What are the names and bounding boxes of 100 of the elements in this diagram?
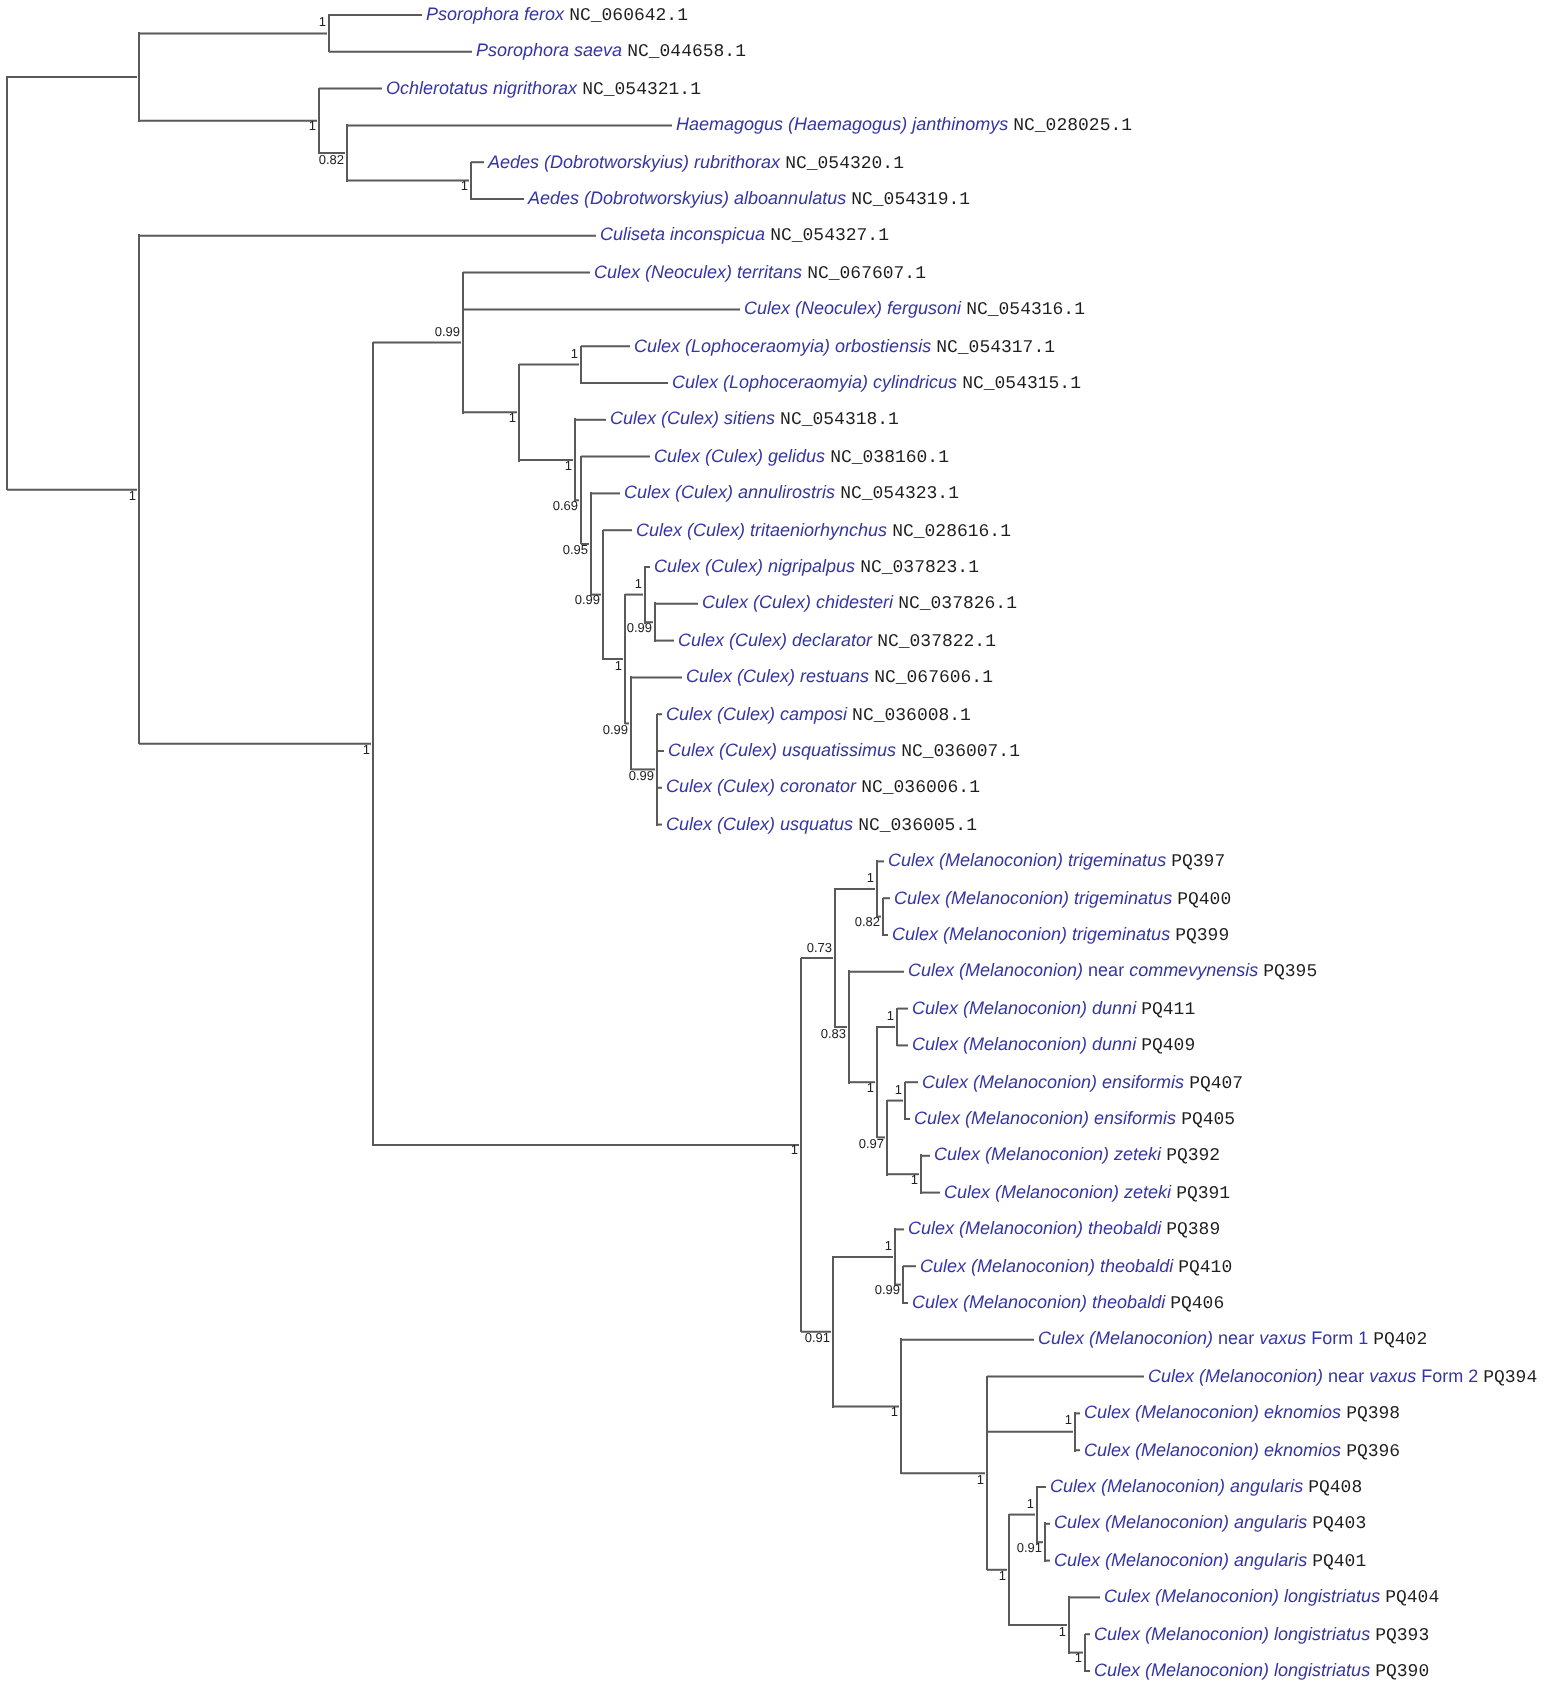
taxon-label: Culex (Melanoconion) angularis PQ408	[1046, 1476, 1363, 1500]
taxon-label: Culex (Melanoconion) longistriatus PQ404	[1100, 1586, 1440, 1611]
taxon-label: Culex (Melanoconion) eknomios PQ396	[1080, 1439, 1401, 1464]
branch-line	[574, 499, 580, 502]
branch-line	[848, 970, 905, 973]
branch-line	[876, 915, 882, 918]
branch-line	[900, 1338, 1035, 1341]
branch-line	[1068, 1596, 1101, 1599]
branch-line	[6, 76, 138, 79]
taxon-label: Culex (Melanoconion) trigeminatus PQ397	[884, 850, 1226, 875]
branch-line	[138, 234, 597, 237]
branch-line	[138, 32, 328, 35]
taxon-label: Psorophora saeva NC_044658.1	[472, 40, 746, 65]
branch-line	[886, 1173, 920, 1176]
taxon-label: Culex (Culex) gelidus NC_038160.1	[650, 445, 949, 470]
taxon-label: Culex (Melanoconion) near commevynensis PQ395	[904, 960, 1318, 985]
branch-line	[372, 1143, 800, 1146]
branch-line	[1008, 1624, 1068, 1626]
taxon-label: Culex (Melanoconion) eknomios PQ398	[1080, 1402, 1401, 1427]
branch-line	[470, 198, 525, 200]
taxon-label: Culex (Culex) usquatissimus NC_036007.1	[664, 740, 1020, 764]
taxon-label: Culex (Melanoconion) dunni PQ409	[908, 1034, 1196, 1059]
branch-line	[328, 50, 473, 53]
branch-line	[470, 161, 485, 164]
taxon-label: Ochlerotatus nigrithorax NC_054321.1	[382, 77, 701, 102]
taxon-label: Culex (Culex) usquatus NC_036005.1	[662, 813, 977, 838]
taxon-label: Culex (Melanoconion) trigeminatus PQ399	[888, 924, 1230, 948]
branch-line	[624, 593, 644, 596]
taxon-label: Culex (Neoculex) territans NC_067607.1	[590, 261, 926, 286]
branch-line	[986, 1430, 1074, 1433]
taxon-label: Culex (Melanoconion) longistriatus PQ390	[1090, 1660, 1430, 1684]
taxon-label: Aedes (Dobrotworskyius) rubrithorax NC_054320.1	[484, 151, 904, 176]
branch-line	[630, 676, 683, 679]
branch-line	[602, 658, 624, 660]
branch-line	[800, 1330, 832, 1333]
taxon-label: Culex (Lophoceraomyia) cylindricus NC_054315.1	[668, 372, 1081, 396]
taxon-label: Culex (Culex) restuans NC_067606.1	[682, 666, 993, 691]
taxon-label: Culex (Culex) declarator NC_037822.1	[674, 629, 996, 654]
branch-line	[1008, 1513, 1036, 1516]
branch-line	[318, 87, 383, 90]
branch-line	[986, 1375, 1145, 1378]
taxon-label: Culex (Melanoconion) zeteki PQ392	[930, 1144, 1221, 1169]
branch-line	[832, 1405, 900, 1408]
branch-line	[876, 1026, 896, 1028]
branch-line	[462, 308, 741, 311]
taxon-label: Culex (Melanoconion) longistriatus PQ393	[1090, 1623, 1430, 1648]
taxon-label: Culex (Culex) nigripalpus NC_037823.1	[650, 556, 979, 580]
branch-line	[920, 1191, 941, 1194]
taxon-label: Culex (Culex) chidesteri NC_037826.1	[698, 592, 1017, 617]
taxon-label: Culex (Melanoconion) near vaxus Form 2 PQ394	[1144, 1365, 1538, 1390]
taxon-label: Culiseta inconspicua NC_054327.1	[596, 224, 889, 249]
taxon-label: Culex (Culex) camposi NC_036008.1	[662, 703, 971, 728]
taxon-label: Culex (Culex) coronator NC_036006.1	[662, 776, 980, 801]
branch-line	[518, 363, 580, 366]
branch-line	[462, 411, 518, 414]
taxon-label: Culex (Culex) tritaeniorhynchus NC_028616.1	[632, 519, 1011, 544]
branch-line	[904, 1081, 919, 1084]
taxon-label: Culex (Melanoconion) theobaldi PQ406	[908, 1292, 1225, 1316]
taxon-label: Psorophora ferox NC_060642.1	[422, 4, 688, 28]
branch-line	[138, 119, 318, 122]
taxon-label: Culex (Melanoconion) theobaldi PQ410	[916, 1255, 1233, 1280]
branch-line	[656, 713, 663, 716]
branch-line	[886, 1099, 904, 1102]
branch-line	[654, 602, 699, 605]
taxon-label: Culex (Melanoconion) theobaldi PQ389	[904, 1218, 1221, 1243]
branch-line	[346, 124, 673, 127]
branch-line	[372, 341, 462, 344]
taxon-label: Culex (Melanoconion) angularis PQ403	[1050, 1512, 1367, 1537]
taxon-label: Culex (Melanoconion) near vaxus Form 1 PQ402	[1034, 1328, 1428, 1353]
taxon-label: Culex (Melanoconion) ensiformis PQ405	[910, 1108, 1236, 1132]
branch-line	[800, 957, 834, 959]
branch-line	[630, 768, 656, 771]
branch-line	[882, 897, 891, 900]
taxon-label: Haemagogus (Haemagogus) janthinomys NC_028025.1	[672, 114, 1133, 139]
branch-line	[986, 1568, 1008, 1571]
taxon-label: Culex (Lophoceraomyia) orbostiensis NC_054317.1	[630, 335, 1056, 360]
branch-line	[346, 179, 470, 182]
branch-line	[834, 1026, 848, 1028]
branch-line	[624, 722, 630, 725]
branch-line	[574, 418, 607, 421]
branch-line	[328, 14, 423, 16]
taxon-label: Culex (Culex) sitiens NC_054318.1	[606, 408, 899, 433]
branch-line	[580, 455, 651, 458]
branch-line	[518, 459, 574, 462]
branch-line	[848, 1081, 876, 1084]
branch-line	[832, 1256, 894, 1258]
branch-line	[900, 1472, 986, 1475]
branch-line	[896, 1044, 909, 1047]
branch-line	[580, 543, 590, 545]
taxon-label: Culex (Melanoconion) zeteki PQ391	[940, 1181, 1231, 1206]
taxon-label: Culex (Melanoconion) angularis PQ401	[1050, 1549, 1367, 1574]
branch-line	[1084, 1633, 1091, 1636]
branch-line	[834, 888, 876, 890]
branch-line	[902, 1265, 917, 1268]
taxon-label: Culex (Neoculex) fergusoni NC_054316.1	[740, 298, 1085, 323]
taxon-label: Culex (Melanoconion) dunni PQ411	[908, 997, 1196, 1022]
taxon-label: Culex (Melanoconion) trigeminatus PQ400	[890, 887, 1232, 912]
branch-line	[654, 639, 675, 642]
branch-line	[590, 492, 621, 495]
branch-line	[580, 345, 631, 348]
